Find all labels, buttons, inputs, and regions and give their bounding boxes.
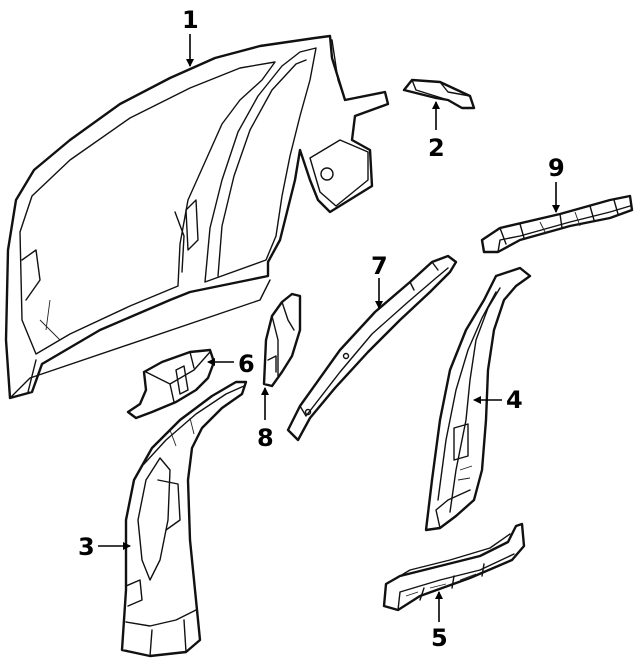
- callout-6: 6: [238, 350, 255, 378]
- part-5-sill-panel: [382, 522, 526, 612]
- callout-9: 9: [548, 154, 565, 182]
- callout-3: 3: [78, 533, 95, 561]
- callout-2: 2: [428, 134, 445, 162]
- part-7-pillar-trim: [286, 254, 458, 442]
- callout-labels: 1 2 3 4 5 6 7 8 9: [78, 6, 565, 652]
- part-9-roof-rail: [480, 194, 634, 254]
- part-6-bracket: [126, 348, 216, 420]
- callout-7: 7: [371, 252, 388, 280]
- callout-5: 5: [431, 624, 448, 652]
- callout-1: 1: [182, 6, 199, 34]
- part-3-hinge-pillar: [120, 380, 248, 658]
- part-8-reinforcement: [262, 292, 302, 388]
- callout-4: 4: [506, 386, 523, 414]
- leader-lines: [98, 34, 560, 622]
- callout-8: 8: [257, 424, 274, 452]
- part-2-bracket: [402, 78, 476, 110]
- part-1-body-side-panel: [4, 34, 390, 400]
